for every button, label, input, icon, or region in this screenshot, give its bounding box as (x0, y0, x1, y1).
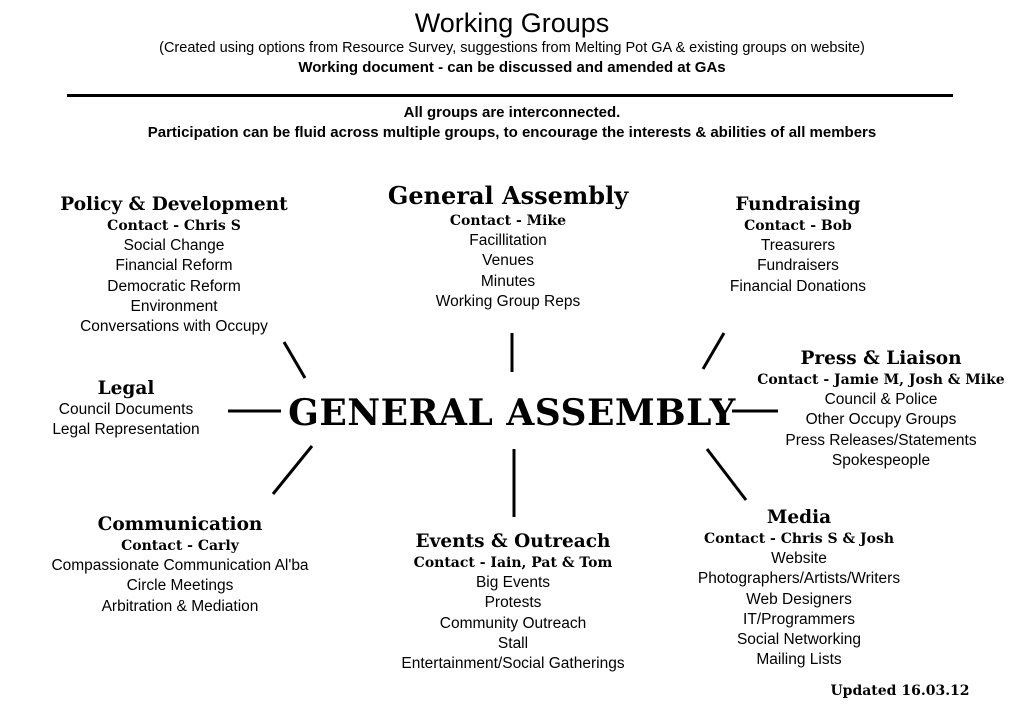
group-item: Other Occupy Groups (805, 411, 957, 429)
group-general-assembly: General Assembly Contact - Mike Facillit… (358, 181, 658, 312)
page-subtitle: (Created using options from Resource Sur… (159, 40, 865, 56)
group-press-liaison: Press & Liaison Contact - Jamie M, Josh … (741, 347, 1021, 471)
group-item: Financial Reform (115, 257, 233, 275)
group-title: Fundraising (735, 194, 861, 215)
group-legal: Legal Council Documents Legal Representa… (26, 377, 226, 441)
group-contact: Contact - Iain, Pat & Tom (413, 555, 613, 571)
participation-note: Participation can be fluid across multip… (147, 124, 877, 141)
group-title: Communication (97, 514, 263, 535)
group-contact: Contact - Mike (449, 213, 567, 229)
group-item: Social Change (123, 237, 225, 254)
group-item: Fundraisers (757, 257, 839, 275)
group-contact: Contact - Carly (121, 538, 239, 554)
group-item: Council & Police (824, 391, 938, 408)
group-item: Protests (484, 594, 542, 612)
group-item: Stall (497, 634, 529, 652)
group-title: Policy & Development (60, 194, 288, 215)
group-item: Press Releases/Statements (785, 431, 977, 449)
group-contact: Contact - Bob (744, 218, 852, 234)
group-item: Environment (130, 297, 218, 315)
group-item: Big Events (475, 574, 551, 591)
group-item: Social Networking (736, 631, 862, 649)
header-divider (67, 94, 953, 97)
group-fundraising: Fundraising Contact - Bob Treasurers Fun… (683, 193, 913, 297)
group-item: Working Group Reps (435, 292, 581, 310)
group-item: Circle Meetings (126, 577, 234, 595)
group-contact: Contact - Chris S (107, 218, 241, 234)
connector-communication (271, 445, 314, 495)
group-item: Venues (482, 252, 534, 270)
group-item: Conversations with Occupy (80, 318, 268, 336)
group-item: Web Designers (746, 590, 852, 608)
page-title: Working Groups (414, 8, 610, 38)
group-media: Media Contact - Chris S & Josh Website P… (669, 506, 929, 671)
group-contact: Contact - Jamie M, Josh & Mike (757, 372, 1005, 388)
group-item: Photographers/Artists/Writers (697, 570, 901, 588)
group-item: Compassionate Communication Al'ba (51, 557, 309, 574)
group-title: Legal (97, 378, 155, 399)
connector-fundraising (701, 332, 726, 370)
group-item: Financial Donations (729, 277, 867, 295)
group-events-outreach: Events & Outreach Contact - Iain, Pat & … (368, 530, 658, 674)
updated-date: Updated 16.03.12 (830, 683, 970, 699)
group-item: Arbitration & Mediation (101, 597, 259, 615)
group-item: Website (771, 550, 827, 567)
group-item: IT/Programmers (743, 610, 855, 628)
group-communication: Communication Contact - Carly Compassion… (30, 513, 330, 617)
general-assembly-center-title: GENERAL ASSEMBLY (288, 392, 736, 434)
connector-media (705, 448, 748, 501)
group-contact: Contact - Chris S & Josh (703, 531, 895, 547)
group-item: Council Documents (58, 401, 194, 418)
group-item: Spokespeople (831, 451, 931, 469)
group-item: Entertainment/Social Gatherings (401, 655, 625, 673)
working-document-note: Working document - can be discussed and … (298, 59, 726, 76)
group-policy-development: Policy & Development Contact - Chris S S… (24, 193, 324, 337)
group-item: Facillitation (469, 232, 547, 249)
group-title: Events & Outreach (415, 531, 611, 552)
group-title: General Assembly (387, 181, 629, 210)
connector-policy (282, 341, 307, 379)
group-item: Mailing Lists (756, 651, 842, 669)
group-item: Treasurers (760, 237, 836, 254)
group-item: Democratic Reform (107, 277, 241, 295)
group-item: Minutes (480, 272, 536, 290)
group-title: Media (766, 507, 832, 528)
group-item: Legal Representation (52, 421, 200, 439)
interconnected-note: All groups are interconnected. (403, 104, 621, 121)
group-item: Community Outreach (439, 614, 587, 632)
group-title: Press & Liaison (800, 348, 962, 369)
